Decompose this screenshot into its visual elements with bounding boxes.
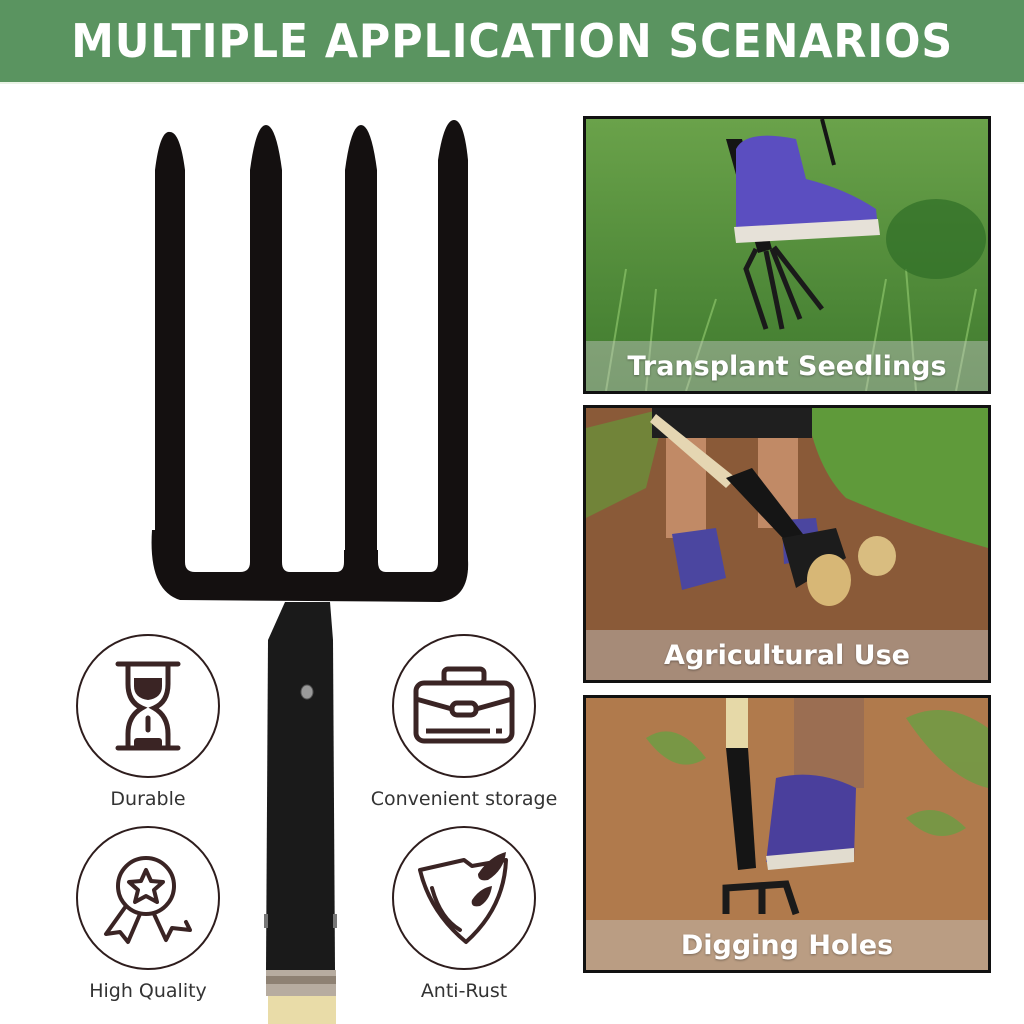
- caption-bar: Agricultural Use: [586, 630, 988, 680]
- feature-label: Convenient storage: [370, 788, 558, 810]
- shield-drops-icon: [418, 852, 508, 944]
- feature-high-quality: High Quality: [48, 826, 248, 1002]
- caption-bar: Digging Holes: [586, 920, 988, 970]
- scenario-transplant-seedlings: Transplant Seedlings: [583, 116, 991, 394]
- feature-convenient-storage: Convenient storage: [364, 634, 564, 810]
- award-ribbon-icon: [104, 856, 192, 944]
- page-title: MULTIPLE APPLICATION SCENARIOS: [71, 14, 953, 68]
- feature-anti-rust: Anti-Rust: [364, 826, 564, 1002]
- briefcase-icon: [413, 666, 515, 744]
- feature-circle: [392, 634, 536, 778]
- feature-label: Durable: [110, 788, 186, 810]
- caption-bar: Transplant Seedlings: [586, 341, 988, 391]
- scenario-agricultural-use: Agricultural Use: [583, 405, 991, 683]
- feature-label: High Quality: [89, 980, 207, 1002]
- hourglass-icon: [115, 661, 181, 751]
- digging-fork-image: [151, 120, 469, 1024]
- scene-photo-potatoes: [586, 408, 988, 680]
- scenario-caption: Transplant Seedlings: [627, 350, 947, 382]
- scenario-caption: Digging Holes: [680, 929, 894, 961]
- scene-photo-soil: [586, 698, 988, 970]
- scenario-digging-holes: Digging Holes: [583, 695, 991, 973]
- feature-circle: [76, 634, 220, 778]
- feature-label: Anti-Rust: [420, 980, 508, 1002]
- header-banner: MULTIPLE APPLICATION SCENARIOS: [0, 0, 1024, 84]
- feature-circle: [392, 826, 536, 970]
- feature-durable: Durable: [48, 634, 248, 810]
- feature-circle: [76, 826, 220, 970]
- scenario-caption: Agricultural Use: [664, 639, 910, 671]
- scene-photo-grass: [586, 119, 988, 391]
